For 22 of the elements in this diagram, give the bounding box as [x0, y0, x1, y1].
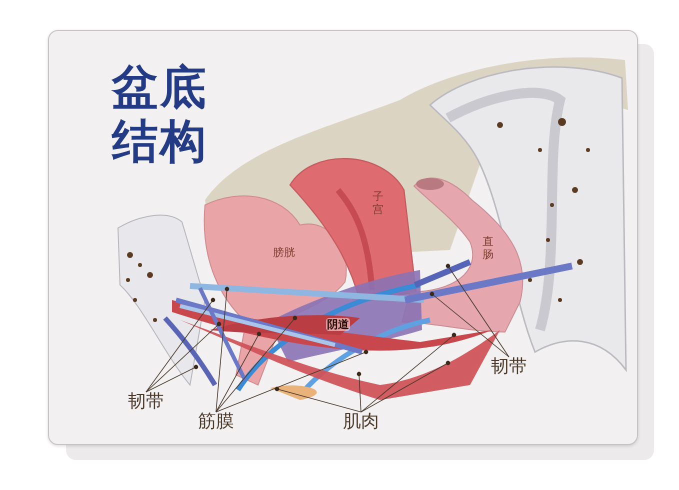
leader-line [274, 386, 362, 412]
callout-label: 筋膜 [198, 412, 234, 432]
leader-line [430, 292, 510, 358]
leader-line [146, 298, 216, 392]
leader-line [356, 372, 362, 412]
callout-label: 韧带 [128, 392, 164, 412]
organ-label: 直肠 [482, 235, 494, 261]
organ-label: 膀胱 [273, 246, 295, 259]
leader-line [360, 332, 456, 412]
leader-line [216, 286, 230, 412]
leader-line [216, 332, 262, 412]
leader-line [216, 350, 368, 412]
organ-label: 阴道 [326, 318, 350, 331]
leader-line [446, 264, 510, 358]
title: 盆底结构 [112, 60, 209, 168]
leader-line [146, 322, 222, 392]
leader-line [146, 364, 198, 392]
leader-line [216, 316, 298, 412]
leader-line [360, 360, 450, 412]
callout-label: 韧带 [491, 357, 527, 377]
organ-label: 子宫 [372, 190, 384, 216]
callout-label: 肌肉 [343, 412, 379, 432]
